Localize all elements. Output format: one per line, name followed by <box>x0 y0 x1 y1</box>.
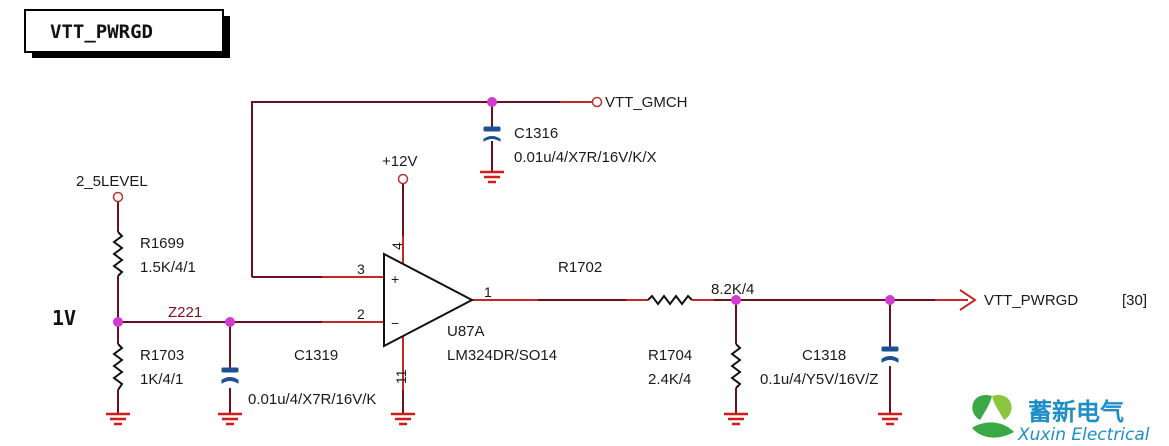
net-out-label: VTT_PWRGD <box>984 292 1078 309</box>
junction-r1704 <box>731 295 741 305</box>
capacitors <box>221 126 899 384</box>
gnd-c1318 <box>878 412 902 426</box>
title-text: VTT_PWRGD <box>50 21 153 43</box>
junctions <box>113 97 895 327</box>
logo-en-text: Xuxin Electrical <box>1017 425 1150 445</box>
r1703-symbol <box>112 343 124 391</box>
port-vtt-gmch <box>591 96 603 108</box>
gnd-c1319 <box>218 412 242 426</box>
resistors <box>112 231 742 391</box>
r1704-ref: R1704 <box>648 347 692 364</box>
r1699-symbol <box>112 231 124 277</box>
logo-leaf-icon <box>972 394 1014 438</box>
pin-3-label: 3 <box>357 261 365 277</box>
c1318-symbol <box>881 346 899 363</box>
net-out-ref-label: [30] <box>1122 292 1147 309</box>
brand-logo: 蓄新电气 Xuxin Electrical <box>972 394 1150 445</box>
net-z221-label: Z221 <box>168 304 202 321</box>
c1319-value: 0.01u/4/X7R/16V/K <box>248 391 376 408</box>
junction-c1318 <box>885 295 895 305</box>
gnd-u87a <box>391 412 415 426</box>
net-labels: VTT_GMCH 2_5LEVEL +12V 1V Z221 VTT_PWRGD… <box>52 94 1147 330</box>
r1699-ref: R1699 <box>140 235 184 252</box>
u87a-ref: U87A <box>447 323 485 340</box>
r1704-symbol <box>730 343 742 389</box>
gnd-r1703 <box>106 412 130 426</box>
opamp-u87a: + − 4 3 2 1 11 <box>357 242 492 384</box>
wire-feedback-loop <box>251 101 592 277</box>
port-12v <box>397 173 409 185</box>
pin-plus-sign: + <box>391 271 399 287</box>
c1318-ref: C1318 <box>802 347 846 364</box>
pin-minus-sign: − <box>391 315 399 331</box>
u87a-value: LM324DR/SO14 <box>447 347 557 364</box>
pin-4-label: 4 <box>389 242 405 250</box>
c1316-ref: C1316 <box>514 125 558 142</box>
c1316-value: 0.01u/4/X7R/16V/K/X <box>514 149 657 166</box>
pin-11-label: 11 <box>393 369 409 384</box>
pin-stubs <box>322 101 968 390</box>
r1702-value: 8.2K/4 <box>711 281 754 298</box>
r1702-symbol <box>647 294 693 306</box>
r1704-value: 2.4K/4 <box>648 371 691 388</box>
net-supply-label: +12V <box>382 153 417 170</box>
c1319-symbol <box>221 367 239 384</box>
r1703-ref: R1703 <box>140 347 184 364</box>
port-level <box>112 191 124 203</box>
port-circles <box>112 96 603 203</box>
c1318-value: 0.1u/4/Y5V/16V/Z <box>760 371 878 388</box>
r1702-ref: R1702 <box>558 259 602 276</box>
c1316-symbol <box>483 126 501 172</box>
grounds <box>106 170 902 426</box>
junction-1v <box>113 317 123 327</box>
gnd-c1316 <box>480 170 504 184</box>
net-level-label: 2_5LEVEL <box>76 173 148 190</box>
junction-c1316 <box>487 97 497 107</box>
net-vtt-gmch-label: VTT_GMCH <box>605 94 688 111</box>
r1703-value: 1K/4/1 <box>140 371 183 388</box>
pin-2-label: 2 <box>357 306 365 322</box>
junction-c1319 <box>225 317 235 327</box>
component-labels: C1316 0.01u/4/X7R/16V/K/X R1699 1.5K/4/1… <box>140 125 878 408</box>
net-vref-label: 1V <box>52 306 76 330</box>
output-arrow <box>959 289 977 311</box>
r1699-value: 1.5K/4/1 <box>140 259 196 276</box>
gnd-r1704 <box>724 412 748 426</box>
logo-cn-text: 蓄新电气 <box>1028 398 1124 426</box>
title-box: VTT_PWRGD <box>24 9 230 58</box>
c1319-ref: C1319 <box>294 347 338 364</box>
pin-1-label: 1 <box>484 284 492 300</box>
